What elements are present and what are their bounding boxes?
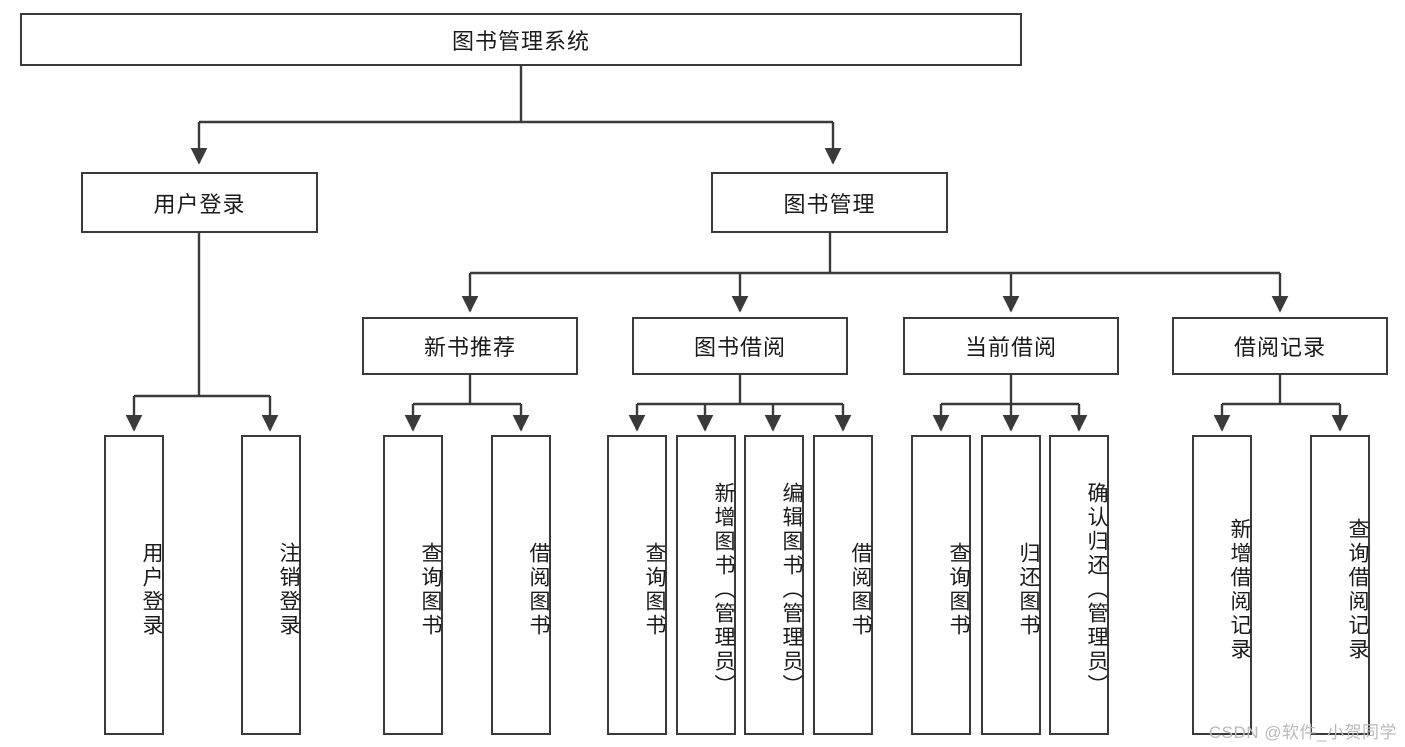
- node-leaf-query-book-2-label: 查询图书: [643, 542, 666, 638]
- node-leaf-edit-book[interactable]: 编辑图书（管理员）: [744, 435, 804, 735]
- node-leaf-query-book-2[interactable]: 查询图书: [607, 435, 667, 735]
- node-leaf-borrow-book-1[interactable]: 借阅图书: [491, 435, 551, 735]
- node-leaf-confirm-return-label: 确认归还（管理员）: [1085, 482, 1108, 698]
- node-book-borrow-label: 图书借阅: [693, 335, 786, 360]
- node-leaf-query-record-label: 查询借阅记录: [1346, 518, 1369, 662]
- node-leaf-user-login-label: 用户登录: [140, 542, 163, 638]
- node-root[interactable]: 图书管理系统: [20, 13, 1022, 66]
- node-new-book-recommend-label: 新书推荐: [423, 335, 516, 360]
- node-leaf-return-book[interactable]: 归还图书: [981, 435, 1041, 735]
- node-current-borrow-label: 当前借阅: [964, 335, 1057, 360]
- node-book-management-label: 图书管理: [783, 191, 876, 217]
- node-leaf-return-book-label: 归还图书: [1017, 542, 1040, 638]
- node-borrow-record[interactable]: 借阅记录: [1172, 317, 1388, 375]
- node-leaf-add-book-label: 新增图书（管理员）: [712, 482, 735, 698]
- node-leaf-add-record[interactable]: 新增借阅记录: [1192, 435, 1252, 735]
- node-leaf-add-record-label: 新增借阅记录: [1228, 518, 1251, 662]
- node-leaf-query-book-1[interactable]: 查询图书: [383, 435, 443, 735]
- watermark-text: CSDN @软件_小贺同学: [1208, 723, 1397, 742]
- node-root-label: 图书管理系统: [451, 28, 590, 54]
- node-leaf-borrow-book-2[interactable]: 借阅图书: [813, 435, 873, 735]
- node-borrow-record-label: 借阅记录: [1233, 335, 1326, 360]
- node-leaf-logout-label: 注销登录: [277, 542, 300, 638]
- node-new-book-recommend[interactable]: 新书推荐: [362, 317, 578, 375]
- node-leaf-query-book-1-label: 查询图书: [419, 542, 442, 638]
- node-leaf-user-login[interactable]: 用户登录: [104, 435, 164, 735]
- node-user-login-label: 用户登录: [153, 191, 246, 217]
- node-leaf-query-book-3[interactable]: 查询图书: [911, 435, 971, 735]
- node-leaf-edit-book-label: 编辑图书（管理员）: [780, 482, 803, 698]
- node-current-borrow[interactable]: 当前借阅: [903, 317, 1119, 375]
- node-book-borrow[interactable]: 图书借阅: [632, 317, 848, 375]
- node-leaf-query-book-3-label: 查询图书: [947, 542, 970, 638]
- node-leaf-borrow-book-2-label: 借阅图书: [849, 542, 872, 638]
- node-leaf-add-book[interactable]: 新增图书（管理员）: [676, 435, 736, 735]
- node-leaf-confirm-return[interactable]: 确认归还（管理员）: [1049, 435, 1109, 735]
- node-leaf-borrow-book-1-label: 借阅图书: [527, 542, 550, 638]
- node-user-login[interactable]: 用户登录: [81, 172, 318, 233]
- node-leaf-logout[interactable]: 注销登录: [241, 435, 301, 735]
- node-leaf-query-record[interactable]: 查询借阅记录: [1310, 435, 1370, 735]
- node-book-management[interactable]: 图书管理: [711, 172, 948, 233]
